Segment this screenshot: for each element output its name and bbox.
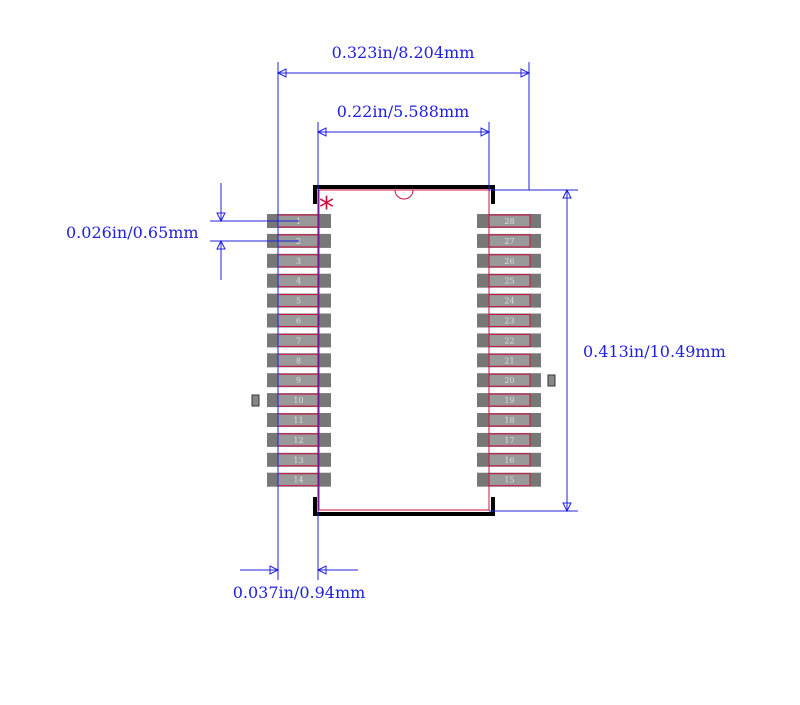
pin-number: 5	[296, 297, 301, 306]
pin-number: 25	[504, 277, 514, 286]
pin-number: 19	[504, 396, 514, 405]
pin-number: 28	[504, 217, 514, 226]
pin-number: 13	[293, 456, 303, 465]
pad-11: 11	[267, 413, 331, 427]
pin-number: 26	[504, 257, 514, 266]
pad-15: 15	[477, 472, 541, 487]
pad-17: 17	[477, 432, 541, 447]
pin-number: 24	[504, 297, 514, 306]
pad-21: 21	[477, 353, 541, 368]
overall-width-label: 0.323in/8.204mm	[332, 43, 475, 62]
pad-27: 27	[477, 233, 541, 248]
pad-22: 22	[477, 333, 541, 348]
pad-25: 25	[477, 273, 541, 288]
pad-7: 7	[267, 333, 331, 348]
pad-12: 12	[267, 432, 331, 447]
pad-19: 19	[477, 393, 541, 408]
pin-number: 16	[504, 456, 514, 465]
dimension-lines	[210, 62, 578, 580]
pad-4: 4	[267, 273, 331, 288]
pad-24: 24	[477, 293, 541, 308]
body-length-label: 0.413in/10.49mm	[583, 342, 726, 361]
pin-number: 18	[504, 416, 514, 425]
pin-number: 23	[504, 317, 514, 326]
pin1-notch	[394, 189, 414, 200]
pad-8: 8	[267, 353, 331, 368]
pad-16: 16	[477, 452, 541, 467]
pad-10: 10	[267, 393, 331, 408]
pad-18: 18	[477, 413, 541, 427]
pin-number: 10	[293, 396, 303, 405]
pin-number: 4	[296, 277, 301, 286]
pin1-marker: *	[319, 191, 334, 226]
pin-number: 7	[296, 336, 301, 345]
pad-26: 26	[477, 253, 541, 268]
pad-23: 23	[477, 313, 541, 328]
pin-number: 15	[504, 476, 514, 485]
pitch-label: 0.026in/0.65mm	[66, 223, 199, 242]
side-marker-right	[547, 374, 556, 387]
pad-13: 13	[267, 452, 331, 467]
pad-5: 5	[267, 293, 331, 308]
body-width-label: 0.22in/5.588mm	[337, 102, 470, 121]
pin-number: 12	[293, 436, 303, 445]
pin-number: 9	[296, 376, 301, 385]
side-marker-left	[251, 394, 260, 407]
pad-28: 28	[477, 214, 541, 228]
pin-number: 22	[504, 336, 514, 345]
pin-number: 8	[296, 356, 301, 365]
pin-number: 21	[504, 356, 514, 365]
pads: 1234567891011121314282726252423222120191…	[267, 214, 541, 487]
lead-length-label: 0.037in/0.94mm	[233, 583, 366, 602]
silkscreen-bottom	[313, 497, 495, 516]
pad-9: 9	[267, 373, 331, 388]
pad-14: 14	[267, 472, 331, 487]
pin-number: 11	[293, 416, 303, 425]
pin-number: 20	[504, 376, 514, 385]
pin-number: 3	[296, 257, 301, 266]
pad-6: 6	[267, 313, 331, 328]
silkscreen-top	[313, 185, 495, 204]
pin-number: 6	[296, 317, 301, 326]
pin-number: 27	[504, 237, 514, 246]
pin-number: 17	[504, 436, 514, 445]
pad-20: 20	[477, 373, 541, 388]
pad-3: 3	[267, 253, 331, 268]
pin-number: 14	[293, 476, 303, 485]
body-outline	[318, 189, 490, 511]
